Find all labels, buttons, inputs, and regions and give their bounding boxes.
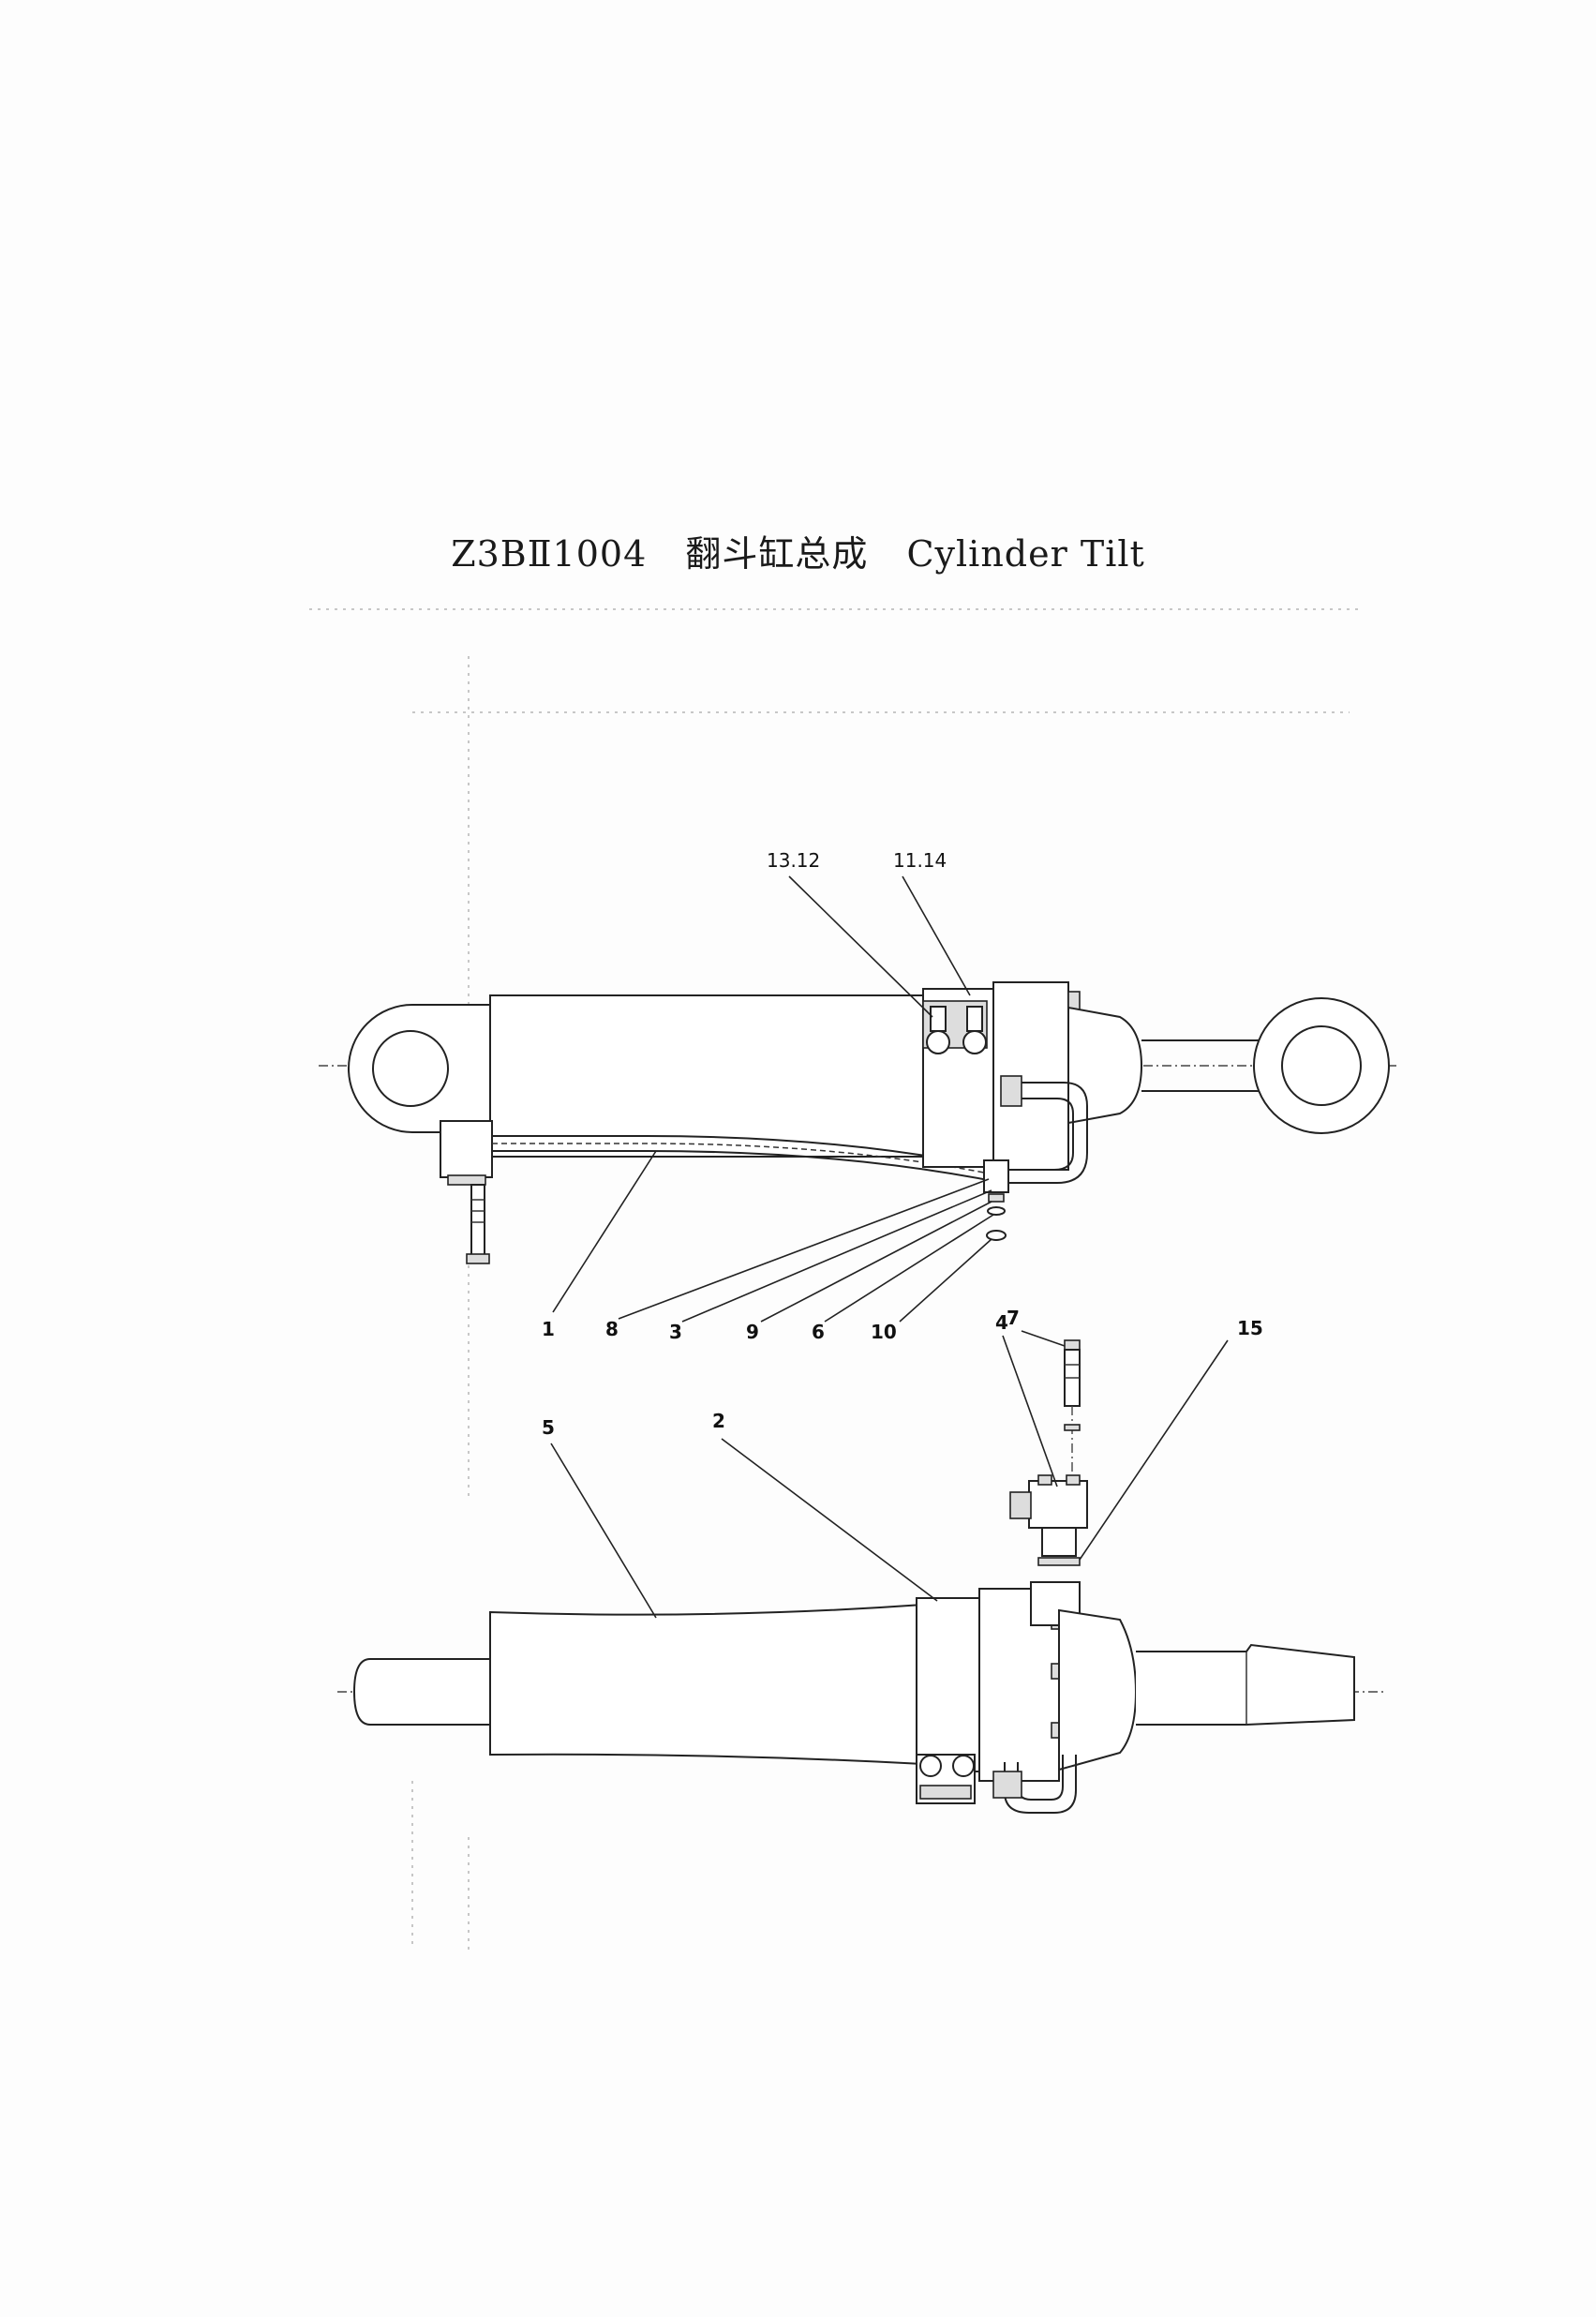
o-ring-15 [1037,1557,1081,1566]
callout-15: 15 [1237,1317,1263,1339]
cylinder-barrel [489,994,941,1158]
part-name-en: Cylinder Tilt [906,533,1145,575]
callout-6: 6 [812,1321,825,1343]
lower-view-top [337,1581,1387,1814]
pipe-connector [983,1159,1009,1193]
clamp-bolt-head-1 [926,1030,950,1054]
upper-view-side [319,981,1396,1264]
washer-10 [986,1230,1007,1241]
callout-10: 10 [871,1321,897,1343]
bolt-7-head [1064,1339,1081,1351]
gland-taper-lower [1058,1608,1138,1771]
pipe-elbow-lower [1004,1755,1077,1814]
seal-washer-9 [988,1193,1005,1203]
rear-eye-bore [372,1030,449,1107]
callout-11-14: 11.14 [893,849,947,872]
callout-13-12: 13.12 [767,849,820,872]
callout-1: 1 [542,1318,555,1340]
lower-callouts: 4 7 15 5 2 [542,1307,1263,1619]
o-ring-6 [987,1206,1006,1216]
connector-stem [1041,1527,1077,1557]
clamp-bolt-head-2 [962,1030,987,1054]
callout-5: 5 [542,1416,555,1439]
callout-9: 9 [746,1321,759,1343]
elbow-union-nut [1000,1075,1022,1107]
piston-rod-lower [1136,1643,1355,1726]
part-code: Z3BⅡ1004 [451,533,648,575]
exploded-port-parts [1009,1339,1088,1566]
callout-4: 4 [995,1311,1008,1334]
callout-2: 2 [712,1410,725,1432]
pipe-elbow-upper [1003,1082,1088,1184]
cylinder-barrel-lower [489,1603,924,1766]
clamp-collar-lower [916,1597,981,1772]
callout-8: 8 [605,1318,619,1340]
callout-3: 3 [669,1321,682,1343]
rear-pin-stub [352,1658,492,1726]
rear-lug-block [440,1120,493,1178]
drawing-title: Z3BⅡ1004 翻斗缸总成 Cylinder Tilt [0,525,1596,576]
rod-eye-bore [1281,1025,1362,1106]
callout-7: 7 [1007,1307,1020,1329]
connector-block-4 [1028,1480,1088,1529]
part-name-cn: 翻斗缸总成 [685,533,869,575]
upper-callouts: 13.12 11.14 1 8 3 9 6 10 [542,849,994,1343]
gland-taper [1067,1006,1143,1125]
elbow-union-nut-lower [992,1771,1022,1799]
bleed-through-background [309,608,1359,1950]
